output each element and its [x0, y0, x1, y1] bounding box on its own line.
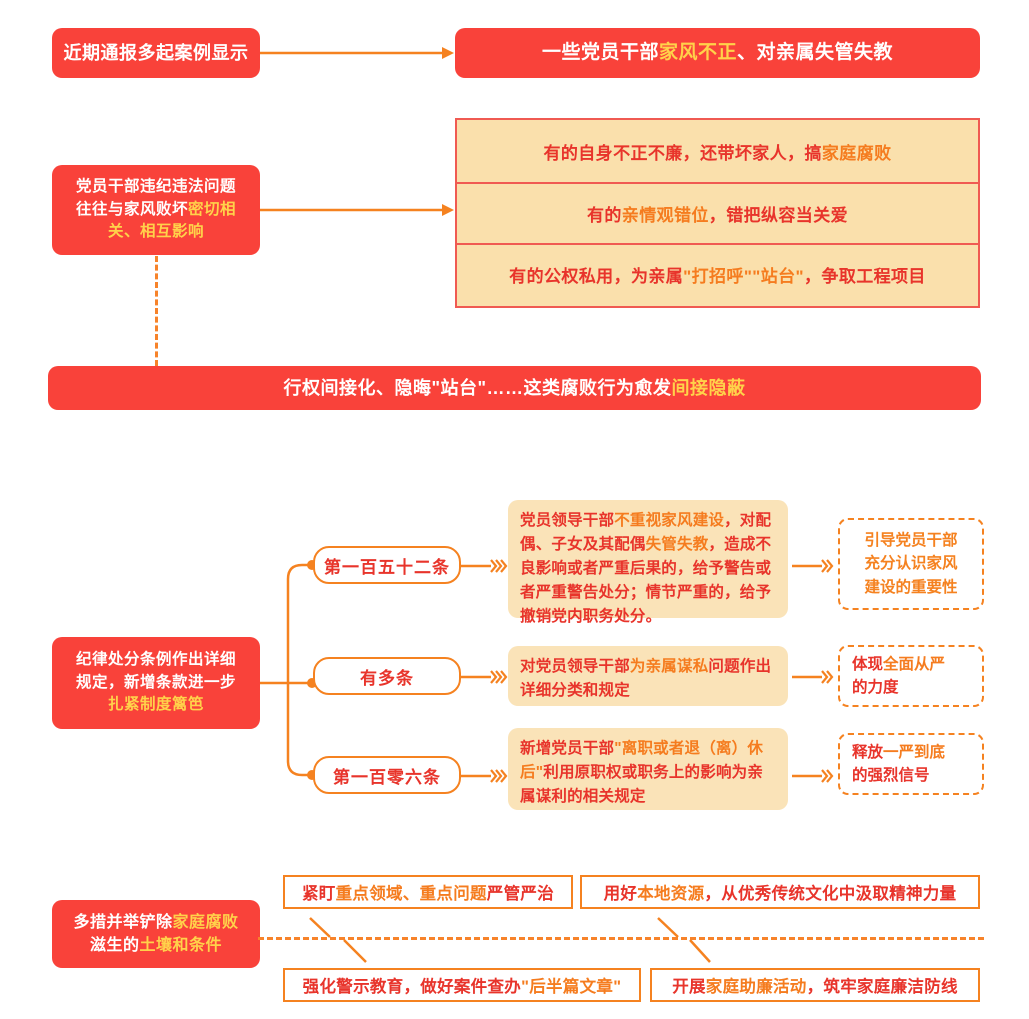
regulation-title-box: 纪律处分条例作出详细 规定，新增条款进一步 扎紧制度篱笆 [52, 637, 260, 729]
measure-box: 用好本地资源，从优秀传统文化中汲取精神力量 [580, 875, 980, 909]
clause-outcome-line-2: 充分认识家风 [864, 555, 958, 573]
clause-detail-text: 新增党员干部"离职或者退（离）休后"利用原职权或职务上的影响为亲属谋利的相关规定 [520, 740, 764, 806]
measure-text: 紧盯重点领域、重点问题严管严治 [301, 885, 554, 903]
manifestation-row-text: 有的亲情观错位，错把纵容当关爱 [586, 206, 848, 225]
clause-pill[interactable]: 第一百五十二条 [313, 546, 461, 584]
manifestation-panel: 有的自身不正不廉，还带坏家人，搞家庭腐败 有的亲情观错位，错把纵容当关爱 有的公… [455, 118, 980, 308]
measures-title-line-2: 滋生的土壤和条件 [89, 937, 223, 954]
clause-outcome-line-2: 的力度 [852, 679, 899, 696]
headline-banner: 一些党员干部家风不正、对亲属失管失教 [455, 28, 980, 78]
clause-outcome-line-1: 引导党员干部 [864, 532, 958, 550]
measure-box: 强化警示教育，做好案件查办"后半篇文章" [283, 968, 641, 1002]
clause-pill-label: 第一百五十二条 [324, 557, 450, 577]
clause-outcome-note: 释放一严到底 的强烈信号 [838, 733, 984, 795]
cause-line-1: 党员干部违纪违法问题 [75, 178, 236, 196]
manifestation-row-text: 有的自身不正不廉，还带坏家人，搞家庭腐败 [543, 143, 892, 163]
regulation-title-line-1: 纪律处分条例作出详细 [75, 651, 236, 669]
clause-outcome-note: 体现全面从严 的力度 [838, 645, 984, 707]
conclusion-banner: 行权间接化、隐晦"站台"……这类腐败行为愈发间接隐蔽 [48, 366, 981, 410]
clause-pill-label: 第一百零六条 [333, 767, 441, 787]
chevron-connector [792, 559, 834, 573]
chevron-connector [461, 670, 508, 684]
manifestation-row-text: 有的公权私用，为亲属"打招呼""站台"，争取工程项目 [509, 267, 926, 286]
cause-line-3: 关、相互影响 [107, 223, 204, 241]
chevron-connector [792, 670, 834, 684]
source-label-box: 近期通报多起案例显示 [52, 28, 260, 78]
clause-outcome-note: 引导党员干部 充分认识家风 建设的重要性 [838, 518, 984, 610]
clause-outcome-line-3: 建设的重要性 [864, 578, 958, 596]
clause-pill[interactable]: 有多条 [313, 657, 461, 695]
manifestation-row: 有的公权私用，为亲属"打招呼""站台"，争取工程项目 [457, 243, 978, 304]
regulation-title-line-2: 规定，新增条款进一步 [75, 673, 236, 691]
measures-title-box: 多措并举铲除家庭腐败 滋生的土壤和条件 [52, 900, 260, 968]
conclusion-text: 行权间接化、隐晦"站台"……这类腐败行为愈发间接隐蔽 [283, 377, 746, 398]
manifestation-row: 有的亲情观错位，错把纵容当关爱 [457, 182, 978, 243]
cause-line-2: 往往与家风败坏密切相 [75, 200, 237, 218]
chevron-connector [792, 769, 834, 783]
headline-text: 一些党员干部家风不正、对亲属失管失教 [541, 42, 894, 64]
cause-box: 党员干部违纪违法问题 往往与家风败坏密切相 关、相互影响 [52, 165, 260, 255]
manifestation-row: 有的自身不正不廉，还带坏家人，搞家庭腐败 [457, 120, 978, 182]
clause-outcome-line-1: 释放一严到底 [852, 743, 946, 761]
measure-box: 紧盯重点领域、重点问题严管严治 [283, 875, 573, 909]
measures-spine [258, 937, 984, 940]
regulation-title-line-3: 扎紧制度篱笆 [107, 696, 204, 714]
chevron-connector [461, 559, 508, 573]
clause-outcome-line-1: 体现全面从严 [852, 655, 946, 673]
measure-text: 用好本地资源，从优秀传统文化中汲取精神力量 [603, 885, 957, 903]
connector-source-to-headline [260, 47, 454, 59]
clause-pill[interactable]: 第一百零六条 [313, 756, 461, 794]
clause-detail-text: 对党员领导干部为亲属谋私问题作出详细分类和规定 [520, 658, 772, 700]
chevron-connector [461, 769, 508, 783]
clause-outcome-line-2: 的强烈信号 [852, 767, 930, 784]
measures-title-line-1: 多措并举铲除家庭腐败 [73, 913, 239, 931]
connector-cause-to-banner [155, 256, 158, 366]
clause-detail-card: 新增党员干部"离职或者退（离）休后"利用原职权或职务上的影响为亲属谋利的相关规定 [508, 728, 788, 810]
measure-box: 开展家庭助廉活动，筑牢家庭廉洁防线 [650, 968, 980, 1002]
measure-text: 强化警示教育，做好案件查办"后半篇文章" [302, 978, 622, 996]
clause-detail-card: 党员领导干部不重视家风建设，对配偶、子女及其配偶失管失教，造成不良影响或者严重后… [508, 500, 788, 625]
measure-text: 开展家庭助廉活动，筑牢家庭廉洁防线 [672, 978, 958, 996]
measures-branch-lines [309, 917, 711, 963]
connector-cause-to-rows [260, 204, 454, 216]
clause-detail-card: 对党员领导干部为亲属谋私问题作出详细分类和规定 [508, 646, 788, 706]
clause-detail-text: 党员领导干部不重视家风建设，对配偶、子女及其配偶失管失教，造成不良影响或者严重后… [520, 512, 772, 626]
source-label-text: 近期通报多起案例显示 [63, 42, 249, 63]
clause-pill-label: 有多条 [360, 668, 414, 688]
